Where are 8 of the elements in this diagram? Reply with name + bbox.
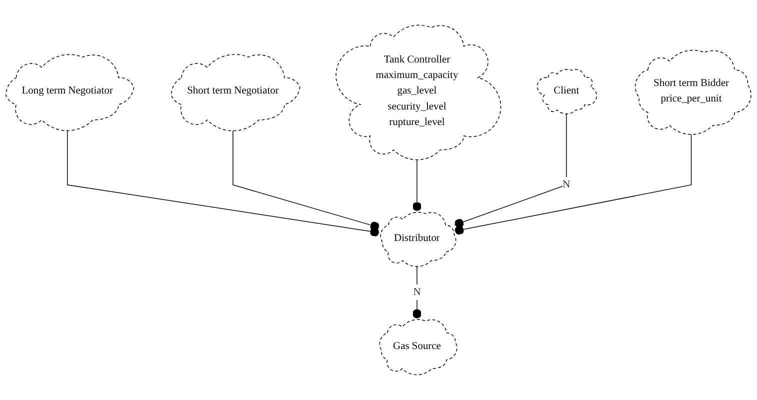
connector	[67, 128, 380, 237]
connector	[412, 265, 422, 320]
connector	[232, 128, 380, 231]
connector	[454, 132, 692, 235]
connector	[412, 158, 422, 212]
edge-label: N	[413, 286, 421, 298]
connector	[454, 112, 567, 228]
edge-label: N	[562, 179, 570, 190]
